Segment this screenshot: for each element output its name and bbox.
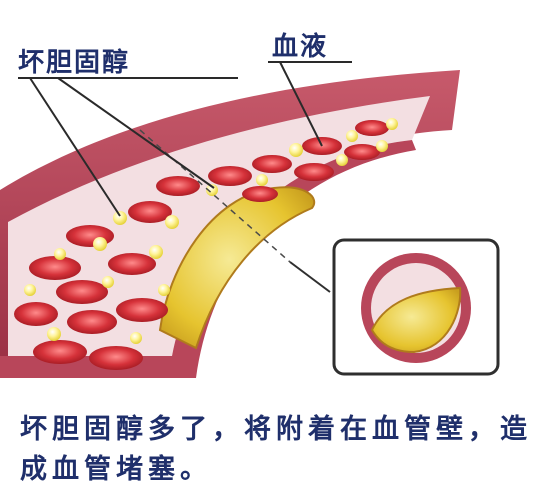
red-blood-cell <box>116 298 168 322</box>
cholesterol-particle <box>206 184 218 196</box>
cholesterol-particle <box>336 154 348 166</box>
cholesterol-particle <box>47 327 61 341</box>
red-blood-cell <box>29 256 81 280</box>
red-blood-cell <box>242 186 278 202</box>
inset-connector <box>289 261 331 293</box>
cholesterol-particle <box>256 174 268 186</box>
cholesterol-particles <box>24 118 398 344</box>
red-blood-cell <box>156 176 200 196</box>
red-blood-cell <box>108 253 156 275</box>
cholesterol-particle <box>130 332 142 344</box>
cholesterol-particle <box>289 143 303 157</box>
bad-cholesterol-pointer-1 <box>29 77 121 217</box>
cholesterol-plaque <box>158 186 316 350</box>
red-blood-cell <box>208 166 252 186</box>
cholesterol-particle <box>102 276 114 288</box>
blood-pointer <box>279 61 323 147</box>
red-blood-cell <box>252 155 292 173</box>
red-blood-cell <box>128 201 172 223</box>
red-blood-cell <box>33 340 87 364</box>
bad-cholesterol-pointer-2 <box>57 77 215 189</box>
section-line <box>139 129 291 263</box>
caption-text: 坏胆固醇多了，将附着在血管壁，造成血管堵塞。 <box>20 414 532 485</box>
cholesterol-particle <box>386 118 398 130</box>
red-blood-cell <box>56 280 108 304</box>
cholesterol-particle <box>149 245 163 259</box>
blood-label: 血液 <box>272 32 329 62</box>
red-blood-cell <box>67 310 117 334</box>
cholesterol-particle <box>165 215 179 229</box>
red-blood-cell <box>14 302 58 326</box>
cholesterol-particle <box>113 211 127 225</box>
red-blood-cell <box>294 163 334 181</box>
red-blood-cell <box>89 346 143 370</box>
cholesterol-particle <box>346 130 358 142</box>
red-blood-cell <box>344 144 380 160</box>
cholesterol-particle <box>24 284 36 296</box>
red-blood-cell <box>355 120 389 136</box>
bad-cholesterol-label: 坏胆固醇 <box>18 48 131 78</box>
vessel-cross-section-icon <box>361 253 471 363</box>
cholesterol-particle <box>93 237 107 251</box>
cholesterol-particle <box>376 140 388 152</box>
red-blood-cells <box>14 120 389 370</box>
cholesterol-particle <box>158 284 170 296</box>
cholesterol-particle <box>54 248 66 260</box>
